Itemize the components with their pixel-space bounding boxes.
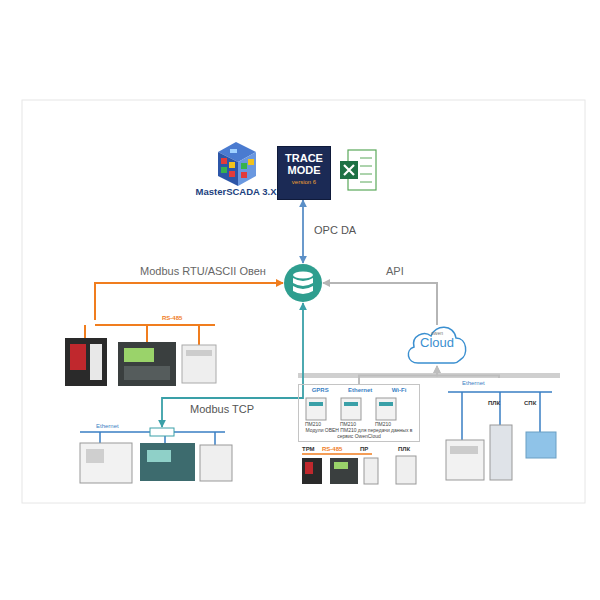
connector bbox=[323, 283, 437, 325]
right-ethernet-devices bbox=[446, 392, 556, 480]
device-caption: RS-485 bbox=[322, 446, 342, 452]
rs485-devices bbox=[65, 325, 216, 386]
masterscada-cube bbox=[218, 142, 256, 186]
connector bbox=[359, 366, 437, 384]
device-caption: ТРМ bbox=[302, 446, 315, 452]
device-caption: ПМ210 bbox=[305, 421, 321, 427]
database-icon bbox=[283, 263, 323, 303]
rs485-group: RS-485 bbox=[60, 314, 220, 390]
node-text: version 6 bbox=[278, 179, 330, 185]
node-text: Модули ОВЕН ПМ210 для передачи данных в … bbox=[302, 428, 416, 439]
connector bbox=[437, 366, 499, 378]
connector bbox=[95, 283, 283, 320]
connector-label: Modbus RTU/ASCII Овен bbox=[140, 260, 266, 282]
connector-label: Modbus TCP bbox=[190, 403, 254, 415]
device-caption: ПЛК bbox=[398, 446, 410, 452]
node-title: TRACE MODE bbox=[278, 153, 330, 176]
device-caption: ПМ210 bbox=[340, 421, 356, 427]
software-logo: MasterSCADA 3.X bbox=[186, 186, 286, 197]
device-caption: СПК bbox=[524, 400, 536, 406]
connector-label: API bbox=[386, 265, 404, 277]
node-text: Cloud bbox=[404, 336, 470, 350]
rs485-devices-row bbox=[302, 454, 416, 484]
device-caption: ПР bbox=[360, 446, 368, 452]
pm210-modules bbox=[306, 398, 396, 420]
device-caption: ПМ210 bbox=[375, 421, 391, 427]
excel-icon bbox=[340, 150, 376, 190]
connection-type-row: GPRS Ethernet Wi-Fi bbox=[302, 387, 416, 393]
ethernet-devices bbox=[80, 428, 232, 483]
owencloud-node: owenCloud bbox=[404, 322, 470, 366]
node-text: Ethernet bbox=[348, 387, 372, 393]
node-text: Wi-Fi bbox=[392, 387, 407, 393]
node-title: RS-485 bbox=[162, 315, 220, 321]
connector bbox=[302, 200, 304, 263]
node-title: Ethernet bbox=[96, 423, 235, 429]
database-node bbox=[283, 263, 323, 303]
node-title: MasterSCADA 3.X bbox=[186, 186, 286, 197]
connector bbox=[162, 303, 303, 427]
node-title: Ethernet bbox=[462, 380, 560, 386]
connector-label: OPC DA bbox=[314, 224, 356, 236]
device-caption: ПЛК bbox=[488, 400, 500, 406]
pm210-panel: GPRS Ethernet Wi-FiМодули ОВЕН ПМ210 для п… bbox=[298, 384, 420, 442]
ethernet-group: Ethernet bbox=[70, 422, 235, 484]
node-text: GPRS bbox=[312, 387, 329, 393]
right-ethernet-group: Ethernet bbox=[438, 378, 560, 484]
trace-mode-logo: TRACE MODE version 6 bbox=[277, 146, 331, 200]
